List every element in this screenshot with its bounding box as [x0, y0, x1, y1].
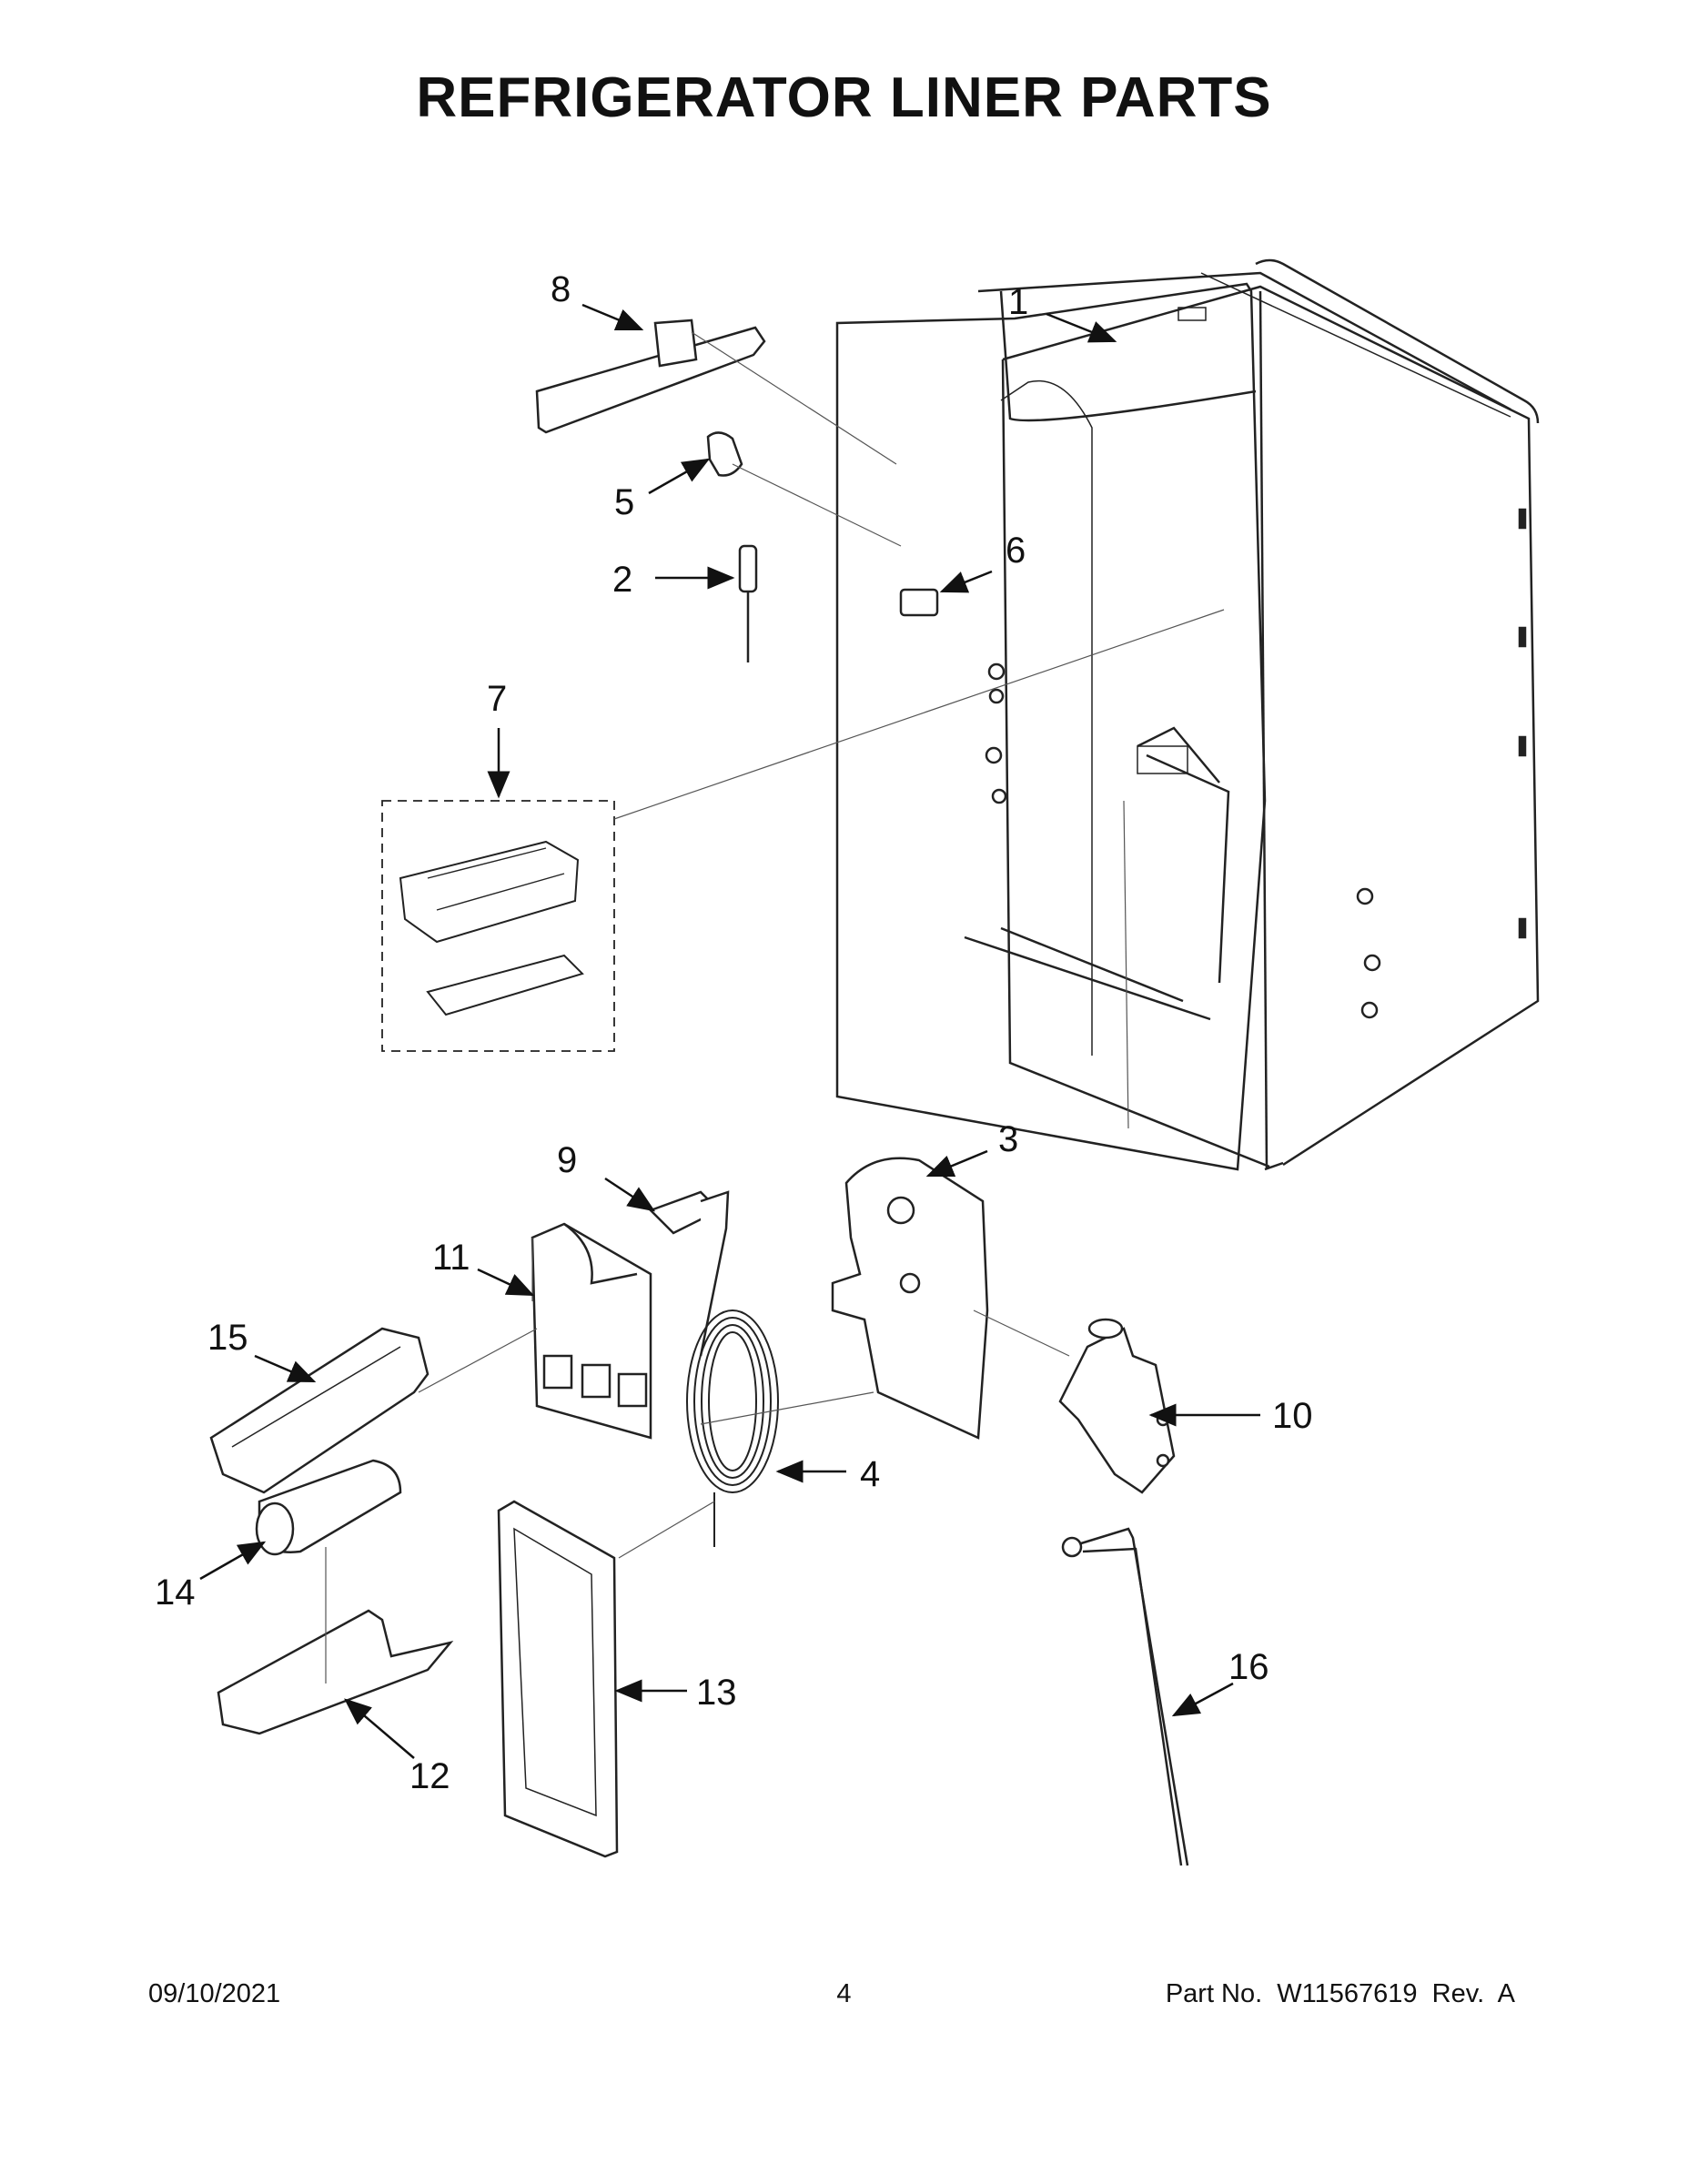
callout-15: 15	[207, 1318, 248, 1358]
arrow-8	[581, 303, 644, 331]
arrow-1	[1046, 312, 1117, 343]
callout-3: 3	[998, 1119, 1019, 1159]
page-title: REFRIGERATOR LINER PARTS	[416, 66, 1272, 129]
arrow-14	[199, 1541, 267, 1581]
part-16-tube	[1061, 1527, 1189, 1866]
callout-1: 1	[1008, 282, 1029, 322]
callout-6: 6	[1006, 531, 1026, 571]
callout-arrows	[199, 303, 1260, 1759]
arrow-6	[939, 570, 993, 593]
arrow-9	[604, 1177, 656, 1212]
callout-7: 7	[487, 679, 508, 719]
part-7-assembly	[381, 800, 615, 1052]
arrow-5	[648, 458, 711, 495]
part-12-cover	[217, 1609, 454, 1735]
part-11-housing	[531, 1222, 652, 1440]
footer-part-number: Part No. W11567619 Rev. A	[1165, 1979, 1515, 2008]
arrow-12	[344, 1698, 415, 1759]
callout-12: 12	[409, 1756, 450, 1796]
arrow-3	[925, 1149, 988, 1178]
callout-10: 10	[1272, 1396, 1313, 1436]
callout-9: 9	[557, 1140, 578, 1180]
callout-16: 16	[1228, 1647, 1269, 1687]
arrow-11	[477, 1268, 535, 1297]
footer-date: 09/10/2021	[148, 1979, 281, 2008]
part-3-bracket	[831, 1157, 989, 1440]
part-13-panel	[497, 1500, 619, 1858]
part-5-knob	[706, 431, 743, 477]
callout-14: 14	[155, 1572, 196, 1613]
part-8-trim	[535, 318, 766, 434]
footer-page-number: 4	[836, 1979, 852, 2008]
callout-5: 5	[614, 482, 635, 522]
callout-8: 8	[551, 269, 571, 309]
part-9-thermistor	[648, 1190, 730, 1357]
part-1-liner	[835, 258, 1540, 1171]
callout-11: 11	[432, 1238, 470, 1278]
part-2-sensor	[738, 544, 758, 662]
callout-4: 4	[860, 1454, 881, 1494]
arrow-15	[254, 1354, 317, 1383]
part-6-switch	[899, 588, 939, 617]
callout-2: 2	[612, 560, 633, 600]
part-4-tubing	[686, 1309, 779, 1547]
arrow-16	[1171, 1682, 1234, 1717]
part-10-valve	[1058, 1318, 1176, 1494]
part-15-filter-housing	[209, 1327, 430, 1494]
callout-13: 13	[696, 1673, 737, 1713]
